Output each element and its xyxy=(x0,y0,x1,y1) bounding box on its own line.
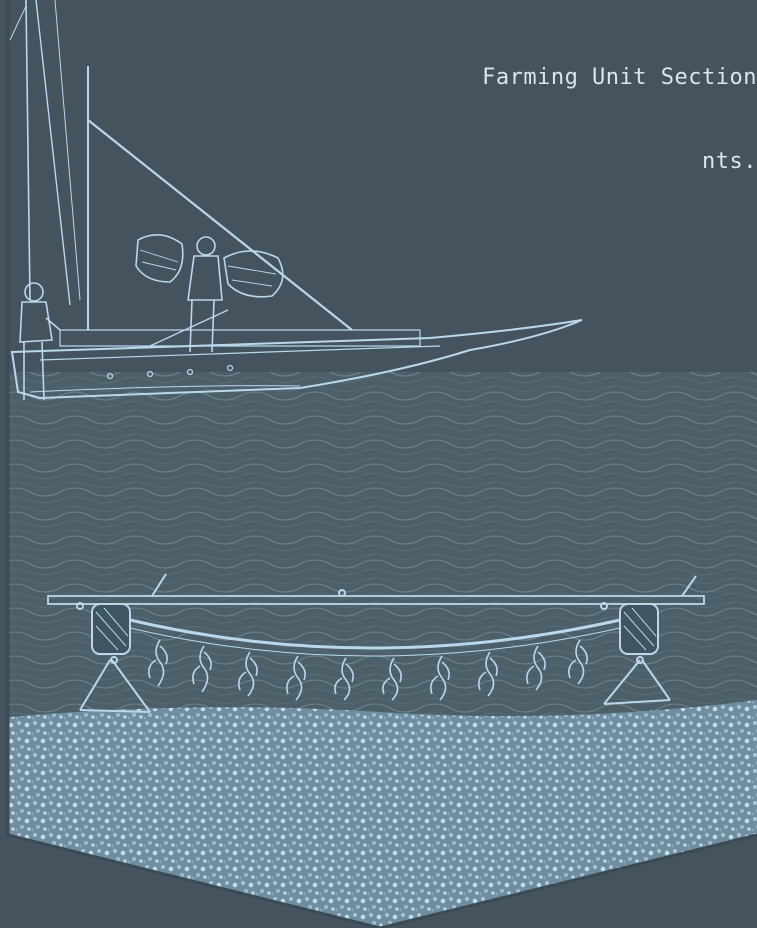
seaweed-bundle-left xyxy=(136,235,183,282)
boat-sail-line xyxy=(88,120,352,330)
section-caption: Farming Unit Section nts. xyxy=(397,8,757,204)
caption-line-1: Farming Unit Section xyxy=(397,64,757,92)
seabed xyxy=(0,700,757,928)
standing-worker-figure xyxy=(136,235,283,352)
water-texture xyxy=(0,372,757,732)
caption-line-2: nts. xyxy=(397,148,757,176)
